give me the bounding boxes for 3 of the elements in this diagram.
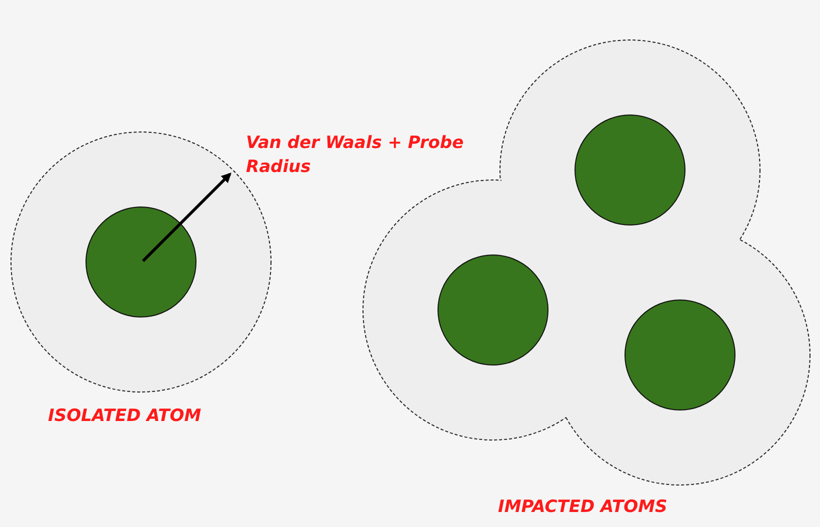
caption-label: IMPACTED ATOMS — [498, 496, 668, 519]
caption-label: ISOLATED ATOM — [48, 405, 202, 428]
radius-label: Van der Waals + Probe Radius — [246, 132, 465, 179]
